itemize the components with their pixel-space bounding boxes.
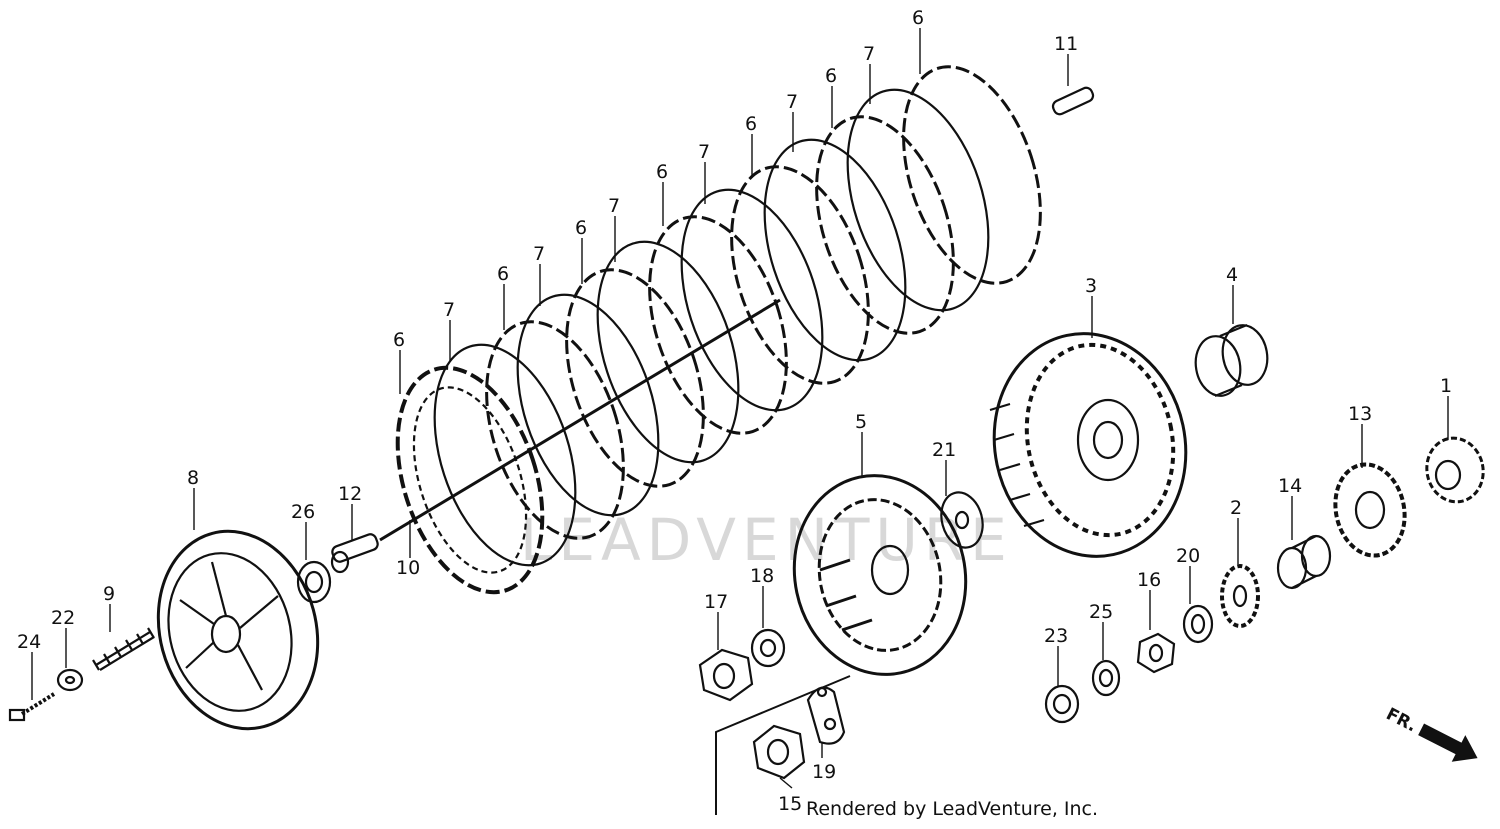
watermark: LEADVENTURE: [520, 506, 1013, 574]
label-5: 5: [855, 411, 867, 433]
washer-18: [750, 628, 786, 668]
gear-13: [1333, 462, 1407, 558]
steel-plate-7: [846, 88, 990, 312]
label-14: 14: [1278, 475, 1302, 497]
label-6: 6: [825, 65, 837, 87]
label-16: 16: [1137, 569, 1161, 591]
label-7: 7: [698, 141, 710, 163]
clutch-spring-9: [92, 627, 155, 671]
thrust-washer-21: [940, 491, 984, 549]
label-6: 6: [656, 161, 668, 183]
label-3: 3: [1085, 275, 1097, 297]
clutch-outer-3: [989, 332, 1188, 558]
washer-22: [56, 668, 84, 692]
label-7: 7: [786, 91, 798, 113]
lock-washer-19: [806, 686, 846, 745]
steel-plate-7: [763, 138, 907, 362]
pin-11: [1051, 86, 1095, 116]
friction-disc-inner: [412, 386, 528, 574]
label-7: 7: [608, 195, 620, 217]
steel-plate-7: [516, 293, 660, 517]
plate-stack: [379, 65, 1042, 595]
front-marker-text: FR.: [1383, 704, 1420, 736]
friction-disc-6: [730, 165, 870, 385]
label-9: 9: [103, 583, 115, 605]
label-23: 23: [1044, 625, 1068, 647]
friction-disc-6: [648, 215, 788, 435]
label-26: 26: [291, 501, 315, 523]
part-labels: 1 2 3 4 5 6 7 6 7 6 7 6 7 6 7 6 7 6 8 9 …: [17, 7, 1452, 815]
label-7: 7: [533, 243, 545, 265]
label-21: 21: [932, 439, 956, 461]
label-18: 18: [750, 565, 774, 587]
label-24: 24: [17, 631, 41, 653]
label-6: 6: [393, 329, 405, 351]
bearing-23: [1044, 684, 1080, 724]
steel-plate-7: [596, 240, 740, 464]
label-1: 1: [1440, 375, 1452, 397]
alternate-bracket: [715, 675, 851, 815]
label-10: 10: [396, 557, 420, 579]
steel-plate-7: [433, 343, 577, 567]
label-2: 2: [1230, 497, 1242, 519]
label-13: 13: [1348, 403, 1372, 425]
lifter-piece-12: [330, 533, 379, 574]
steel-plate-7: [680, 188, 824, 412]
gear-1: [1425, 436, 1485, 504]
bolt-24: [8, 692, 56, 722]
label-11: 11: [1054, 33, 1078, 55]
label-17: 17: [704, 591, 728, 613]
nut-16: [1136, 632, 1176, 674]
pushrod-shape: [379, 298, 781, 542]
friction-disc-6: [485, 320, 625, 540]
washer-25: [1091, 659, 1121, 697]
arrow-icon: [1418, 723, 1478, 762]
friction-disc-6: [815, 115, 955, 335]
label-12: 12: [338, 483, 362, 505]
nut-15: [752, 724, 806, 780]
washer-20: [1182, 604, 1214, 644]
label-7: 7: [443, 299, 455, 321]
label-6: 6: [497, 263, 509, 285]
label-7: 7: [863, 43, 875, 65]
label-25: 25: [1089, 601, 1113, 623]
label-4: 4: [1226, 264, 1238, 286]
front-direction-marker: FR.: [1383, 704, 1478, 762]
friction-disc-6: [565, 268, 705, 488]
leader-lines: [31, 28, 1449, 789]
pressure-plate-8: [156, 529, 320, 731]
label-6: 6: [912, 7, 924, 29]
friction-disc-6: [902, 65, 1042, 285]
label-8: 8: [187, 467, 199, 489]
label-6: 6: [575, 217, 587, 239]
collar-4: [1194, 323, 1269, 398]
sprocket-2: [1220, 564, 1260, 628]
label-6: 6: [745, 113, 757, 135]
bearing-26: [296, 560, 332, 604]
label-15: 15: [778, 793, 802, 815]
label-19: 19: [812, 761, 836, 783]
render-credit: Rendered by LeadVenture, Inc.: [806, 798, 1099, 820]
nut-17: [698, 648, 754, 702]
friction-disc-6: [395, 365, 545, 595]
label-22: 22: [51, 607, 75, 629]
collar-14: [1276, 534, 1332, 590]
label-20: 20: [1176, 545, 1200, 567]
